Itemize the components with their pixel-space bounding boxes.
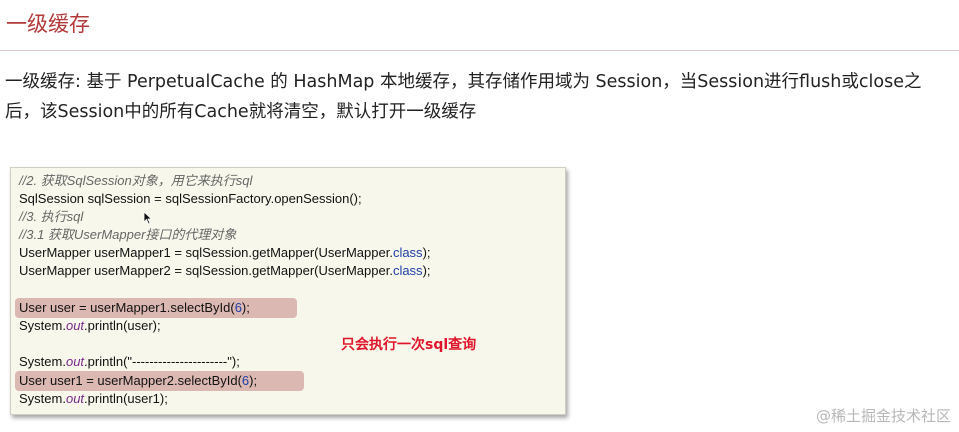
code-line-comment-execute: //3. 执行sql: [19, 209, 84, 224]
annotation-single-query: 只会执行一次sql查询: [341, 337, 477, 353]
title-divider: [0, 50, 959, 51]
highlight-select-user: [15, 298, 297, 318]
code-line-comment-get-session: //2. 获取SqlSession对象，用它来执行sql: [19, 173, 253, 188]
code-line-print-separator: System.out.println("--------------------…: [19, 354, 240, 369]
highlight-select-user1: [15, 371, 304, 391]
code-snippet: //2. 获取SqlSession对象，用它来执行sql SqlSession …: [10, 167, 566, 415]
code-line-comment-mapper: //3.1 获取UserMapper接口的代理对象: [19, 227, 237, 242]
code-line-print-user: System.out.println(user);: [19, 318, 161, 333]
code-line-get-mapper2: UserMapper userMapper2 = sqlSession.getM…: [19, 263, 431, 278]
watermark: @稀土掘金技术社区: [815, 407, 951, 425]
code-line-print-user1: System.out.println(user1);: [19, 391, 168, 406]
description-paragraph: 一级缓存: 基于 PerpetualCache 的 HashMap 本地缓存，其…: [5, 72, 922, 122]
code-line-select-user1: User user1 = userMapper2.selectById(6);: [19, 373, 258, 388]
code-line-open-session: SqlSession sqlSession = sqlSessionFactor…: [19, 191, 362, 206]
page-title: 一级缓存: [6, 12, 90, 36]
code-line-get-mapper1: UserMapper userMapper1 = sqlSession.getM…: [19, 245, 431, 260]
code-line-select-user: User user = userMapper1.selectById(6);: [19, 300, 250, 315]
